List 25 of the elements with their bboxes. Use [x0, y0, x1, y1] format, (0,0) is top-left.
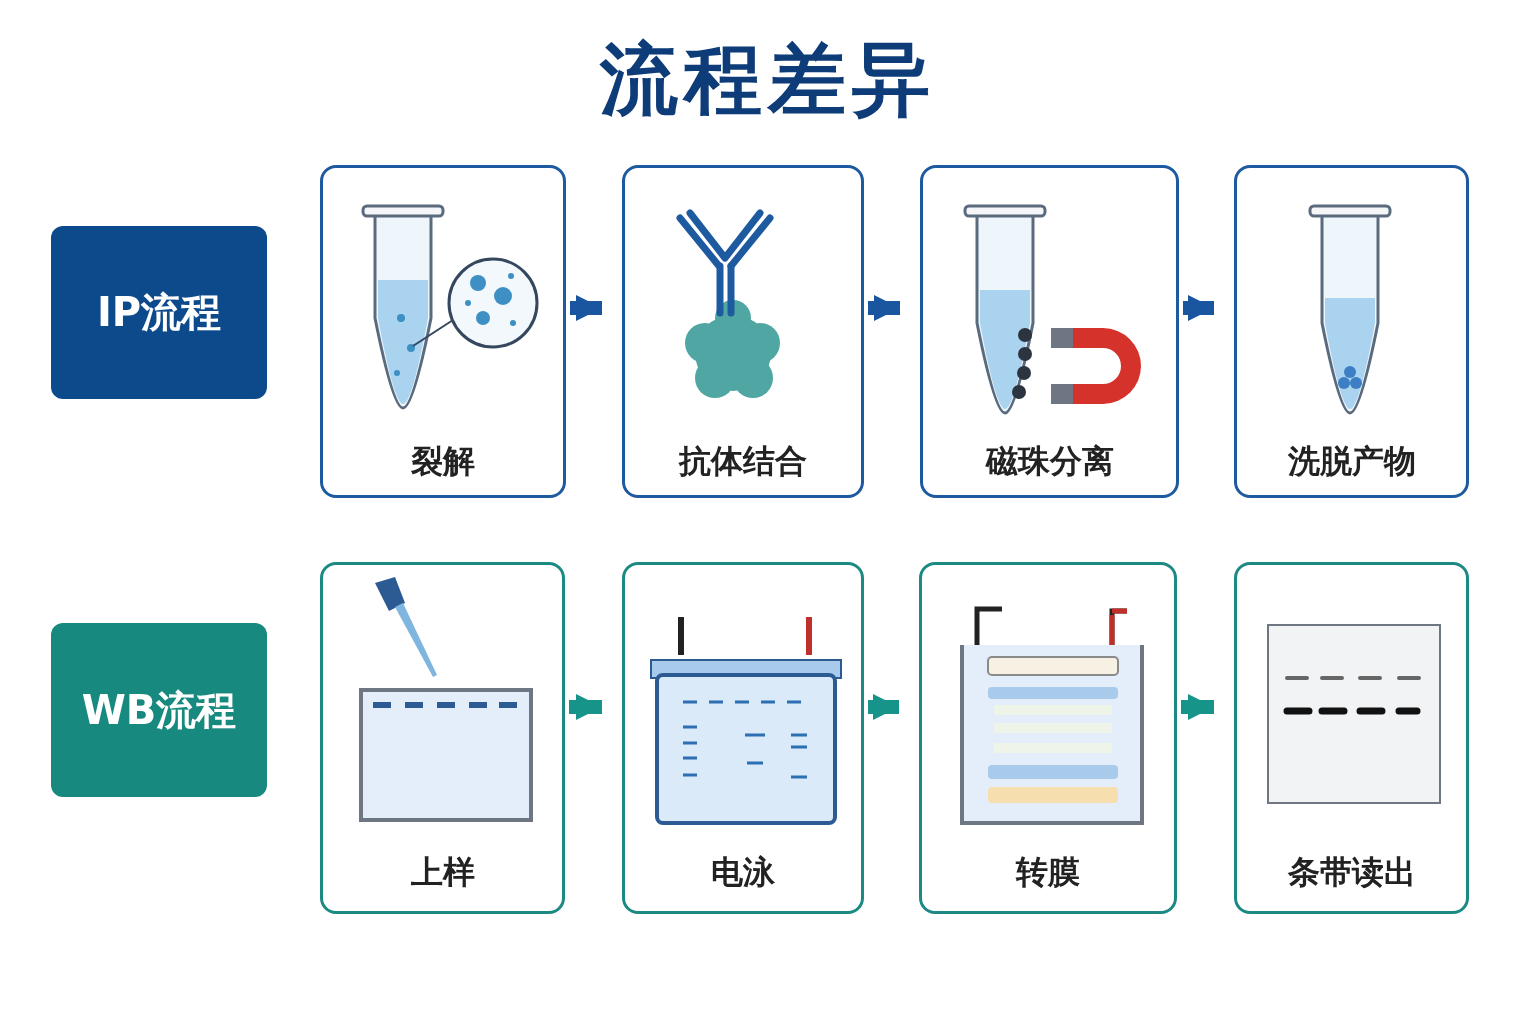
arrow [868, 295, 900, 321]
arrow [569, 694, 602, 720]
step-card [320, 165, 566, 498]
process-label: WB流程 [51, 623, 267, 797]
process-label: IP流程 [51, 226, 267, 399]
step-label: 磁珠分离 [985, 441, 1114, 482]
step-label: 转膜 [1016, 852, 1080, 893]
step-card [320, 562, 565, 914]
step-card [919, 562, 1177, 914]
step-card [920, 165, 1179, 498]
title: 流程差异 [600, 34, 936, 124]
arrow [1181, 694, 1214, 720]
step-label: 抗体结合 [679, 441, 807, 482]
step-label: 洗脱产物 [1287, 441, 1416, 482]
step-label: 上样 [410, 852, 475, 893]
step-card [1234, 165, 1469, 498]
arrow [1183, 295, 1214, 321]
arrow [570, 295, 602, 321]
step-card [622, 165, 864, 498]
step-label: 条带读出 [1287, 852, 1416, 893]
step-card [1234, 562, 1469, 914]
step-card [622, 562, 864, 914]
arrow [868, 694, 899, 720]
step-label: 裂解 [411, 441, 475, 482]
step-label: 电泳 [711, 852, 775, 893]
